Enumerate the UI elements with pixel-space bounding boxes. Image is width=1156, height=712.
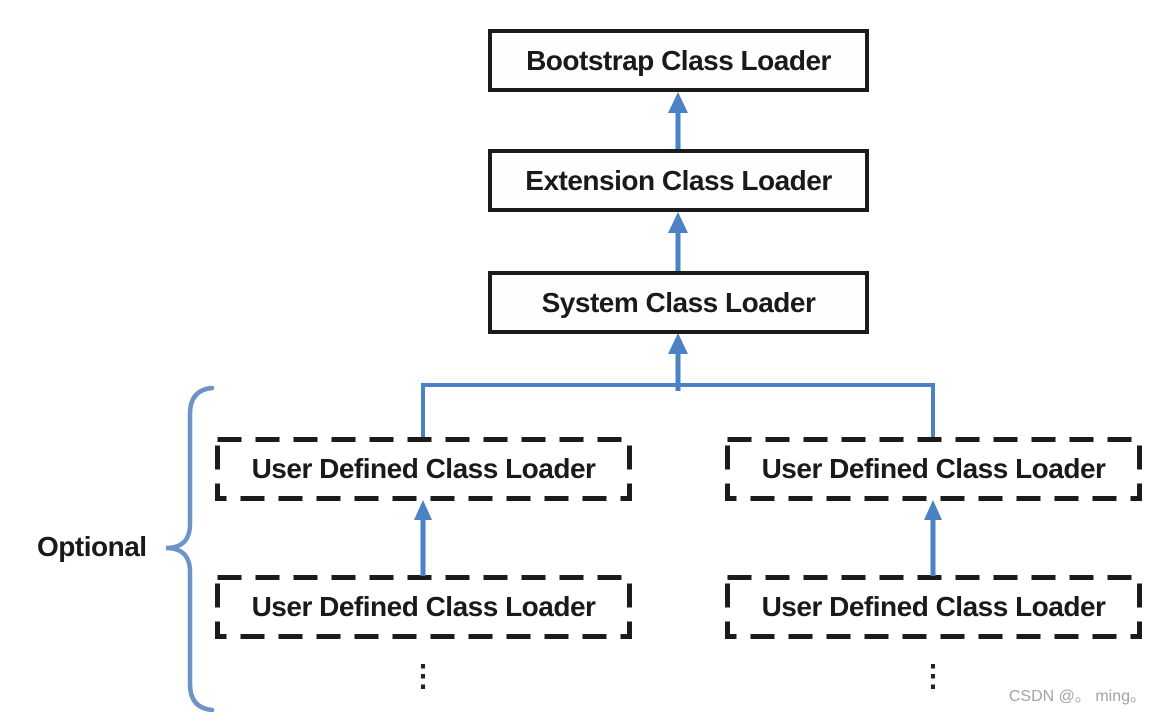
watermark: CSDN @。 ming。	[1008, 688, 1146, 705]
optional-brace-icon	[165, 385, 215, 712]
node-user-defined-left-bottom: User Defined Class Loader	[215, 575, 632, 639]
ellipsis-right: ⋮	[918, 660, 948, 693]
arrowhead-up-icon	[668, 92, 688, 113]
arrowhead-up-icon	[668, 333, 688, 354]
node-label: User Defined Class Loader	[251, 591, 596, 622]
user-defined-box-outline-left-top	[215, 437, 632, 501]
node-extension-class-loader: Extension Class Loader	[488, 149, 869, 212]
node-label: Bootstrap Class Loader	[526, 44, 831, 76]
arrowhead-up-icon	[414, 500, 432, 520]
node-user-defined-left-top: User Defined Class Loader	[215, 437, 632, 501]
user-defined-box-outline-left-bottom	[215, 575, 632, 639]
arrow-system-to-extension	[668, 212, 688, 272]
node-label: User Defined Class Loader	[761, 453, 1106, 484]
optional-label: Optional	[37, 531, 147, 562]
node-label: System Class Loader	[541, 286, 816, 318]
node-system-class-loader: System Class Loader	[488, 271, 869, 334]
node-label: User Defined Class Loader	[761, 591, 1106, 622]
node-user-defined-right-top: User Defined Class Loader	[725, 437, 1142, 501]
ellipsis-left: ⋮	[408, 660, 438, 693]
user-defined-box-outline-right-bottom	[725, 575, 1142, 639]
arrowhead-up-icon	[924, 500, 942, 520]
connector-user-columns-trunk	[421, 383, 935, 437]
arrowhead-up-icon	[668, 212, 688, 233]
arrow-trunk-to-system	[668, 333, 688, 391]
node-label: User Defined Class Loader	[251, 453, 596, 484]
node-user-defined-right-bottom: User Defined Class Loader	[725, 575, 1142, 639]
user-defined-box-outline-right-top	[725, 437, 1142, 501]
node-label: Extension Class Loader	[525, 164, 832, 196]
arrow-user-left-bottom-to-top	[414, 500, 432, 576]
arrow-extension-to-bootstrap	[668, 92, 688, 150]
node-bootstrap-class-loader: Bootstrap Class Loader	[488, 29, 869, 92]
arrow-user-right-bottom-to-top	[924, 500, 942, 576]
